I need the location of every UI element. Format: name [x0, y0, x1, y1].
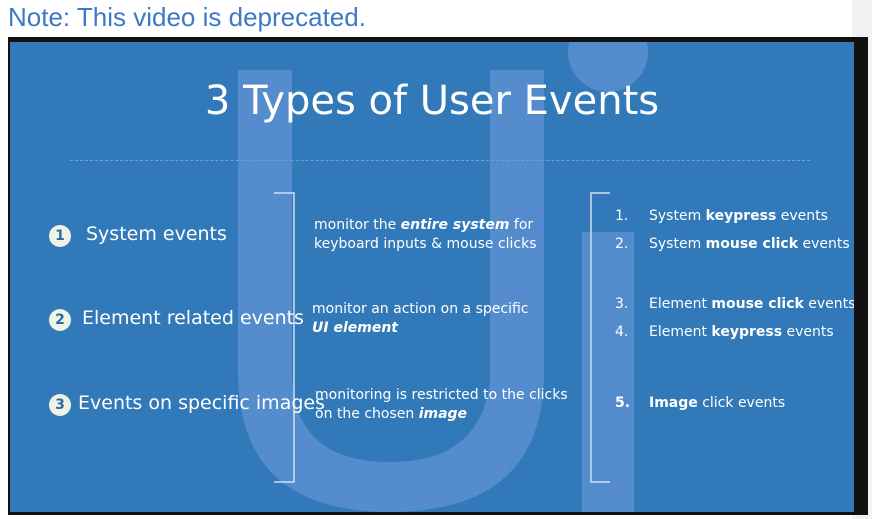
row-2-desc-line-1: monitor an action on a specific [312, 301, 529, 317]
row-2-number: 2 [49, 309, 71, 331]
list-item-4: 4.Element keypress events [615, 324, 834, 340]
slide-title: 3 Types of User Events [204, 78, 660, 124]
row-2-description: monitor an action on a specific UI eleme… [312, 300, 529, 338]
list-item-5: 5.Image click events [615, 395, 786, 411]
row-1-desc-line-1: monitor the entire system for [314, 217, 534, 233]
row-1-description: monitor the entire system for keyboard i… [314, 216, 537, 254]
row-1-event: System events [86, 223, 227, 245]
row-2-desc-line-2: UI element [312, 320, 398, 336]
deprecation-note: Note: This video is deprecated. [8, 2, 366, 32]
list-item-1: 1.System keypress events [615, 208, 828, 224]
list-item-3: 3.Element mouse click events [615, 296, 854, 312]
list-item-2: 2.System mouse click events [615, 236, 850, 252]
row-3-number: 3 [49, 394, 71, 416]
title-divider [70, 160, 810, 161]
row-3-desc-line-1: monitoring is restricted to the clicks [315, 387, 568, 403]
video-slide: 3 Types of User Events 1 System events m… [10, 42, 854, 512]
row-2-event: Element related events [82, 307, 304, 329]
row-3-event: Events on specific images [78, 392, 325, 414]
left-bracket [274, 192, 295, 483]
row-1-desc-line-2: keyboard inputs & mouse clicks [314, 236, 537, 252]
right-bracket [590, 192, 610, 483]
row-3-description: monitoring is restricted to the clicks o… [315, 386, 568, 424]
row-1-number: 1 [49, 225, 71, 247]
row-3-desc-line-2: on the chosen image [315, 406, 468, 422]
